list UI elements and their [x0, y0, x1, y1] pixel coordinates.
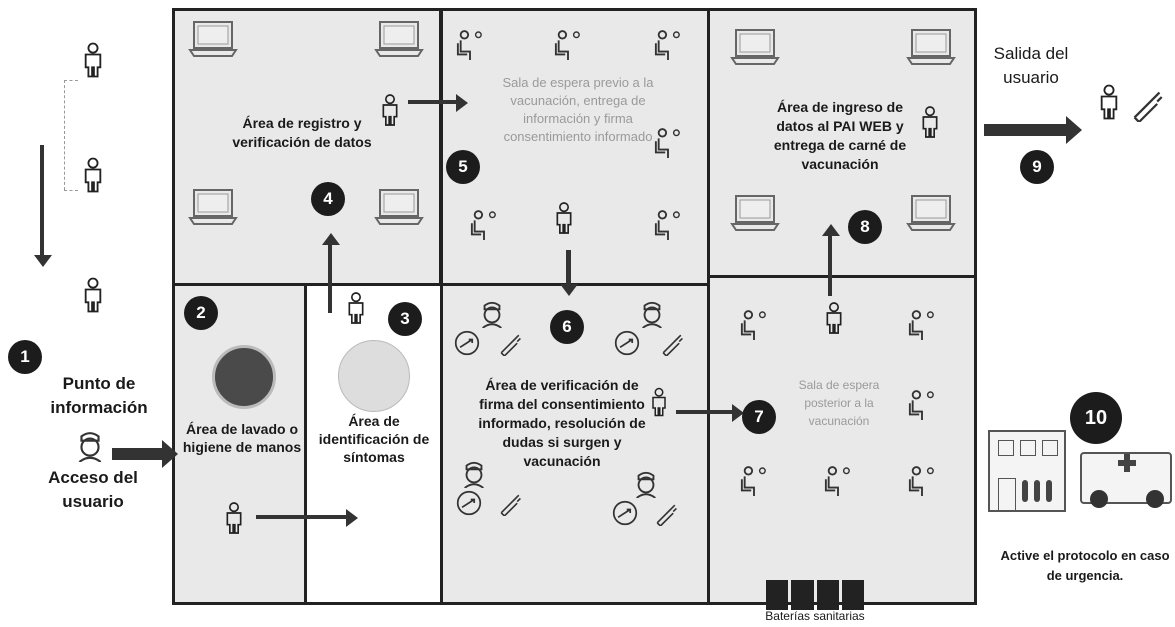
person-icon — [82, 275, 104, 315]
seated-person-icon — [824, 466, 852, 498]
zone-sala-espera-posterior — [707, 275, 977, 605]
seated-person-icon — [908, 390, 936, 422]
hospital-icon — [988, 430, 1066, 512]
step-badge-5: 5 — [446, 150, 480, 184]
flow-arrow-right — [408, 94, 468, 112]
punto-informacion-label: Punto de información — [50, 374, 148, 417]
step-badge-7: 7 — [742, 400, 776, 434]
flow-arrow-right — [256, 509, 358, 527]
nurse-icon — [638, 300, 666, 328]
person-icon — [920, 104, 940, 140]
person-icon — [346, 290, 366, 326]
vaccination-icon — [456, 490, 482, 516]
seated-person-icon — [740, 466, 768, 498]
seated-person-icon — [908, 466, 936, 498]
salida-usuario-label: Salida del usuario — [993, 44, 1069, 87]
step-badge-4: 4 — [311, 182, 345, 216]
computer-icon — [374, 20, 424, 60]
step-badge-2: 2 — [184, 296, 218, 330]
seated-person-icon — [654, 30, 682, 62]
flow-arrow-down — [560, 250, 578, 296]
computer-icon — [906, 194, 956, 234]
step-badge-6: 6 — [550, 310, 584, 344]
computer-icon — [188, 20, 238, 60]
sala-espera-previa-label: Sala de espera previo a la vacunación, e… — [502, 75, 654, 144]
identificacion-sintomas-label: Área de identificación de síntomas — [318, 413, 430, 465]
flow-arrow-right — [984, 116, 1082, 144]
person-icon — [1098, 82, 1120, 122]
seated-person-icon — [908, 310, 936, 342]
baterias-sanitarias-label: Baterías sanitarias — [765, 609, 865, 623]
person-icon — [82, 40, 104, 80]
zone-registro — [172, 8, 442, 286]
step-badge-9: 9 — [1020, 150, 1054, 184]
computer-icon — [188, 188, 238, 228]
person-icon — [380, 92, 400, 128]
nurse-icon — [74, 430, 106, 462]
zone-ingreso-datos — [707, 8, 977, 278]
person-icon — [554, 200, 574, 236]
registro-verificacion-label: Área de registro y verificación de datos — [232, 115, 372, 150]
vaccination-icon — [614, 330, 640, 356]
sala-espera-posterior-label: Sala de espera posterior a la vacunación — [798, 378, 880, 428]
ingreso-datos-label: Área de ingreso de datos al PAI WEB y en… — [773, 99, 907, 172]
computer-icon — [730, 28, 780, 68]
person-icon — [224, 500, 244, 536]
step-badge-8: 8 — [848, 210, 882, 244]
path-line — [64, 190, 78, 191]
path-line — [64, 80, 78, 81]
syringe-icon — [1130, 88, 1164, 122]
person-icon — [824, 300, 844, 336]
seated-person-icon — [470, 210, 498, 242]
seated-person-icon — [654, 210, 682, 242]
vaccination-icon — [454, 330, 480, 356]
step-badge-10: 10 — [1070, 392, 1122, 444]
nurse-icon — [478, 300, 506, 328]
flow-arrow-up — [322, 233, 340, 313]
step-badge-3: 3 — [388, 302, 422, 336]
flow-arrow-right — [112, 440, 178, 468]
flow-arrow-right — [676, 404, 744, 422]
seated-person-icon — [456, 30, 484, 62]
flow-arrow-down — [34, 145, 52, 267]
acceso-usuario-label: Acceso del usuario — [48, 468, 138, 511]
path-line — [64, 80, 65, 190]
nurse-icon — [460, 460, 488, 488]
verificacion-consentimiento-label: Área de verificación de firma del consen… — [478, 377, 646, 469]
symptom-check-icon — [338, 340, 410, 412]
syringe-icon — [654, 502, 678, 526]
seated-person-icon — [740, 310, 768, 342]
flow-arrow-up — [822, 224, 840, 296]
seated-person-icon — [554, 30, 582, 62]
handwashing-icon — [212, 345, 276, 409]
ambulance-icon — [1080, 452, 1172, 508]
syringe-icon — [498, 492, 522, 516]
computer-icon — [906, 28, 956, 68]
syringe-icon — [660, 332, 684, 356]
computer-icon — [374, 188, 424, 228]
lavado-manos-label: Área de lavado o higiene de manos — [182, 421, 302, 455]
step-badge-1: 1 — [8, 340, 42, 374]
nurse-icon — [632, 470, 660, 498]
person-icon — [650, 386, 668, 418]
syringe-icon — [498, 332, 522, 356]
restroom-icon — [766, 580, 864, 610]
person-icon — [82, 155, 104, 195]
vaccination-icon — [612, 500, 638, 526]
protocolo-urgencia-label: Active el protocolo en caso de urgencia. — [1000, 548, 1170, 583]
computer-icon — [730, 194, 780, 234]
